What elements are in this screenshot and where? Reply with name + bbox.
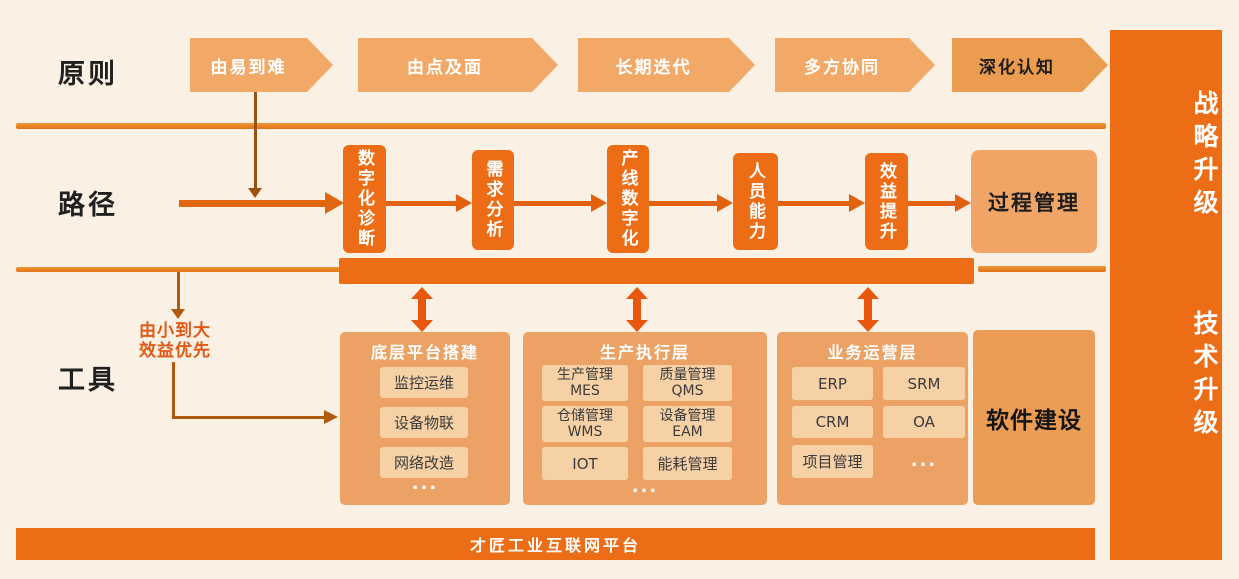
double-arrow-3-shaft xyxy=(864,298,872,321)
bottom-platform-bar: 才匠工业互联网平台 xyxy=(16,528,1095,560)
tool-item-energy-mgmt: 能耗管理 xyxy=(643,447,732,480)
path-step-personnel-capability: 人员能力 xyxy=(733,153,778,250)
path-entry-arrowhead xyxy=(325,192,344,214)
tool-group-2-more: ... xyxy=(631,476,659,497)
tool-group-production-execution: 生产执行层 生产管理 MES 质量管理 QMS 仓储管理 WMS 设备管理 EA… xyxy=(523,332,767,505)
double-arrow-2 xyxy=(626,287,648,332)
tool-item-device-iot: 设备物联 xyxy=(380,407,468,438)
tool-item-wms-line1: 仓储管理 xyxy=(557,408,613,424)
double-arrow-2-shaft xyxy=(633,298,641,321)
path-arrow-5-head xyxy=(955,194,971,212)
path-arrow-3 xyxy=(649,194,733,212)
tool-group-1-more: ... xyxy=(411,473,439,494)
double-arrow-3-up xyxy=(857,287,879,299)
tools-row-label: 工具 xyxy=(58,365,118,396)
principle-arrow-4: 多方协同 xyxy=(775,38,935,92)
tool-item-monitoring-ops: 监控运维 xyxy=(380,367,468,398)
strategy-upgrade-label: 战略升级 xyxy=(1190,90,1219,222)
path-arrow-2-head xyxy=(591,194,607,212)
path-arrow-3-head xyxy=(717,194,733,212)
tool-item-eam-line1: 设备管理 xyxy=(659,408,716,424)
double-arrow-1-up xyxy=(411,287,433,299)
path-arrow-5 xyxy=(908,194,971,212)
path-step-benefit-improvement: 效益提升 xyxy=(865,153,908,250)
tool-group-3-title: 业务运营层 xyxy=(827,343,918,362)
tool-item-oa: OA xyxy=(883,406,965,438)
tool-item-project-mgmt: 项目管理 xyxy=(792,445,873,478)
elbow-connector-horizontal xyxy=(172,416,325,419)
double-arrow-2-up xyxy=(626,287,648,299)
connector-to-note-line xyxy=(177,272,180,309)
elbow-connector-vertical xyxy=(172,362,175,418)
divider-path-right xyxy=(978,266,1106,272)
principle-arrow-3: 长期迭代 xyxy=(578,38,755,92)
path-step-demand-analysis: 需求分析 xyxy=(472,150,514,250)
principle-arrow-1: 由易到难 xyxy=(190,38,333,92)
connector-principle-to-path-arrowhead xyxy=(248,188,262,198)
tool-item-network-upgrade: 网络改造 xyxy=(380,447,468,478)
double-arrow-3 xyxy=(857,287,879,332)
tool-item-qms: 质量管理 QMS xyxy=(643,365,732,401)
tool-group-2-title: 生产执行层 xyxy=(599,343,690,362)
tool-item-mes-line1: 生产管理 xyxy=(557,367,613,383)
principle-arrow-2: 由点及面 xyxy=(358,38,558,92)
divider-path-left xyxy=(16,267,340,272)
path-arrow-4-head xyxy=(849,194,865,212)
principles-row-label: 原则 xyxy=(58,59,118,90)
process-management-box: 过程管理 xyxy=(971,150,1097,253)
note-line-2: 效益优先 xyxy=(139,341,211,361)
tool-item-erp: ERP xyxy=(792,367,873,400)
tool-group-base-platform: 底层平台搭建 监控运维 设备物联 网络改造 ... xyxy=(340,332,510,505)
tool-item-srm: SRM xyxy=(883,367,965,400)
path-arrow-1 xyxy=(386,194,472,212)
tool-item-wms: 仓储管理 WMS xyxy=(542,406,628,442)
tool-item-qms-line1: 质量管理 xyxy=(659,367,716,383)
double-arrow-1 xyxy=(411,287,433,332)
right-upgrade-bar: 战略升级 技术升级 xyxy=(1110,30,1222,560)
connector-principle-to-path-line xyxy=(254,92,257,188)
tool-group-business-operation: 业务运营层 ERP SRM CRM OA 项目管理 ... xyxy=(777,332,968,505)
tool-group-1-title: 底层平台搭建 xyxy=(370,343,479,362)
tool-item-eam-line2: EAM xyxy=(672,424,703,440)
path-entry-arrow-shaft xyxy=(179,200,325,207)
connector-to-note-arrowhead xyxy=(171,309,185,319)
tool-item-iot: IOT xyxy=(542,447,628,480)
tool-item-qms-line2: QMS xyxy=(671,383,704,399)
path-arrow-2 xyxy=(514,194,607,212)
technology-upgrade-label: 技术升级 xyxy=(1190,310,1219,442)
tool-group-3-more: ... xyxy=(910,450,938,471)
double-arrow-2-down xyxy=(626,320,648,332)
path-arrow-4 xyxy=(778,194,865,212)
platform-connector-bar xyxy=(339,258,974,284)
double-arrow-3-down xyxy=(857,320,879,332)
elbow-connector-arrowhead xyxy=(324,410,338,424)
path-row-label: 路径 xyxy=(58,190,118,221)
tool-item-mes: 生产管理 MES xyxy=(542,365,628,401)
path-arrow-1-head xyxy=(456,194,472,212)
tool-item-mes-line2: MES xyxy=(570,383,600,399)
note-line-1: 由小到大 xyxy=(139,321,211,341)
double-arrow-1-down xyxy=(411,320,433,332)
tool-item-crm: CRM xyxy=(792,406,873,438)
divider-principles xyxy=(16,123,1106,129)
tool-item-wms-line2: WMS xyxy=(567,424,603,440)
software-construction-box: 软件建设 xyxy=(973,330,1095,505)
path-step-line-digitalization: 产线数字化 xyxy=(607,145,649,253)
double-arrow-1-shaft xyxy=(418,298,426,321)
path-step-digital-diagnosis: 数字化诊断 xyxy=(343,145,386,253)
tool-item-eam: 设备管理 EAM xyxy=(643,406,732,442)
principle-arrow-5: 深化认知 xyxy=(952,38,1108,92)
